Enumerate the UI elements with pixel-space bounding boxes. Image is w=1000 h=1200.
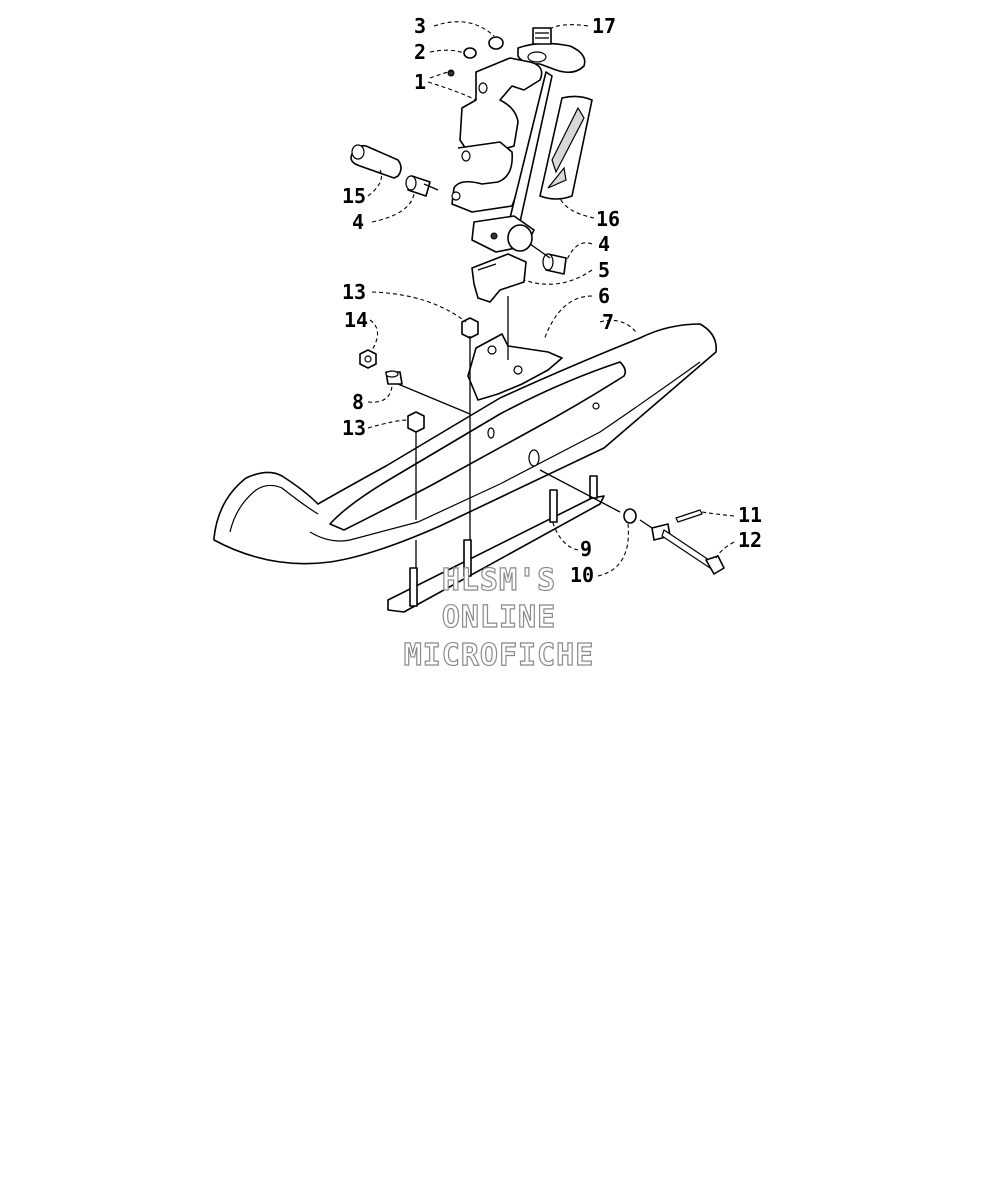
callout-4: 4 (352, 210, 364, 234)
part-cotter-11 (675, 509, 703, 523)
callout-16: 16 (596, 207, 620, 231)
part-bushing-4a (405, 175, 431, 197)
callout-11: 11 (738, 503, 762, 527)
part-nut-13a (461, 317, 479, 339)
part-nut-13b (407, 411, 425, 433)
callout-5: 5 (598, 258, 610, 282)
part-saddle-5 (471, 253, 527, 303)
callout-7: 7 (602, 310, 614, 334)
part-bracket-1 (451, 57, 543, 213)
callout-6: 6 (598, 284, 610, 308)
part-spindle-tube (509, 71, 553, 223)
callout-10: 10 (570, 563, 594, 587)
callout-14: 14 (344, 308, 368, 332)
part-nut-14 (359, 349, 377, 369)
part-decal-16 (539, 95, 593, 200)
watermark-line-2: ONLINE (442, 600, 556, 635)
callout-1: 1 (414, 70, 426, 94)
part-bushing-4b (542, 253, 567, 275)
part-bushing-8 (385, 370, 403, 385)
callout-9: 9 (580, 537, 592, 561)
part-ski-7 (213, 323, 717, 565)
watermark-line-1: HLSM'S (442, 563, 556, 598)
part-washer-3 (488, 36, 504, 50)
part-screw-2 (447, 69, 455, 77)
callout-15: 15 (342, 184, 366, 208)
callout-8: 8 (352, 390, 364, 414)
part-pin-15 (350, 144, 402, 179)
part-bolt-12 (651, 523, 725, 575)
leader-lines (367, 21, 735, 577)
watermark-line-3: MICROFICHE (404, 638, 595, 673)
assembly-axes (397, 183, 653, 568)
part-washer-10 (623, 508, 637, 524)
callout-13: 13 (342, 416, 366, 440)
watermark: HLSM'S ONLINE MICROFICHE (403, 562, 595, 673)
part-spindle-collar (471, 215, 535, 253)
part-bracket-6 (467, 333, 563, 401)
callout-13: 13 (342, 280, 366, 304)
callout-17: 17 (592, 14, 616, 38)
callout-labels: 3 2 1 17 15 4 16 4 5 6 13 7 14 8 13 11 1… (342, 14, 762, 587)
callout-2: 2 (414, 40, 426, 64)
part-nut-2 (463, 47, 477, 59)
callout-3: 3 (414, 14, 426, 38)
callout-4: 4 (598, 232, 610, 256)
callout-12: 12 (738, 528, 762, 552)
